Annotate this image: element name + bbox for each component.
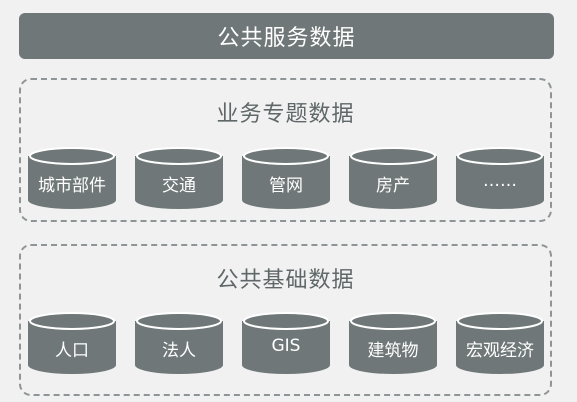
cylinder-label: 房产 <box>376 176 410 196</box>
database-cylinder: 建筑物 <box>349 311 437 375</box>
cylinder-label: 宏观经济 <box>466 341 534 361</box>
business-topic-data-group: 业务专题数据 <box>19 78 552 222</box>
cylinder-label: 法人 <box>162 341 196 361</box>
database-cylinder: 城市部件 <box>28 146 116 210</box>
cylinder-label: 城市部件 <box>38 176 106 196</box>
database-cylinder: 交通 <box>135 146 223 210</box>
cylinder-label: 交通 <box>162 176 196 196</box>
cylinder-label: 管网 <box>269 176 303 196</box>
group-title: 公共基础数据 <box>216 268 355 293</box>
database-cylinder: …… <box>456 146 544 210</box>
cylinder-label: 建筑物 <box>367 341 419 361</box>
database-cylinder: GIS <box>242 311 330 375</box>
database-cylinder: 管网 <box>242 146 330 210</box>
public-base-data-group: 公共基础数据 <box>19 244 552 396</box>
database-cylinder: 法人 <box>135 311 223 375</box>
database-cylinder: 房产 <box>349 146 437 210</box>
database-cylinder: 人口 <box>28 311 116 375</box>
banner-title: 公共服务数据 <box>217 26 356 51</box>
cylinder-label: 人口 <box>55 341 89 361</box>
database-cylinder: 宏观经济 <box>456 311 544 375</box>
cylinder-label: GIS <box>271 336 301 356</box>
cylinder-label: …… <box>483 171 517 191</box>
public-service-data-banner: 公共服务数据 <box>19 13 554 59</box>
group-title: 业务专题数据 <box>216 102 355 127</box>
